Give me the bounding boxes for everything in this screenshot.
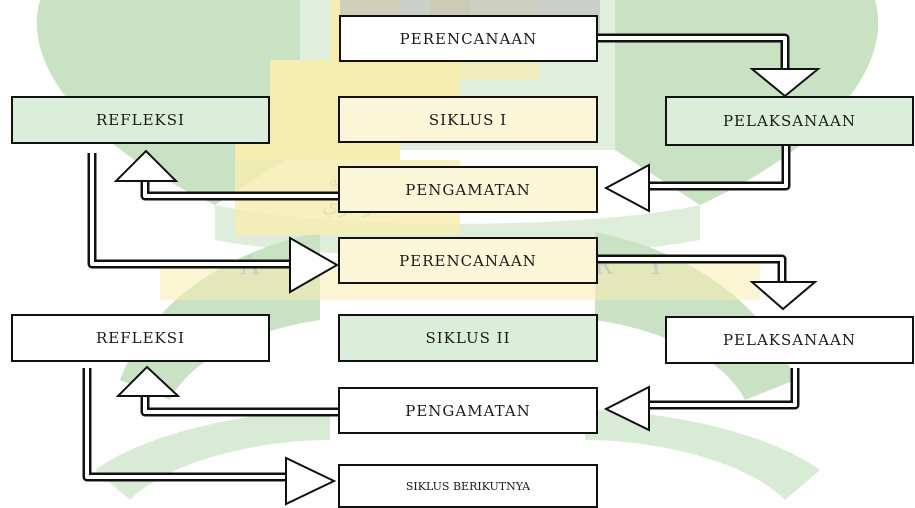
cycle-1-planning-box: PERENCANAAN — [339, 15, 598, 62]
arrow-reflection-to-next-cycle — [82, 368, 337, 506]
cycle-1-observation-box: PENGAMATAN — [338, 166, 598, 213]
cycle-1-title-box: SIKLUS I — [338, 96, 598, 143]
arrow-action-to-observation-2 — [603, 368, 800, 432]
cycle-1-action-box: PELAKSANAAN — [665, 96, 914, 146]
arrow-planning-to-action-2 — [598, 254, 818, 311]
cycle-2-planning-box: PERENCANAAN — [338, 237, 598, 284]
next-cycle-box: SIKLUS BERIKUTNYA — [338, 464, 598, 508]
arrow-observation-to-reflection-2 — [115, 365, 338, 417]
arrow-observation-to-reflection-1 — [113, 149, 338, 201]
watermark-gray-dome — [340, 0, 600, 40]
cycle-2-title-box: SIKLUS II — [338, 314, 598, 362]
cycle-2-observation-box: PENGAMATAN — [338, 387, 598, 434]
cycle-2-reflection-box: REFLEKSI — [11, 314, 270, 362]
arrow-reflection-to-planning-2 — [87, 153, 340, 294]
cycle-2-action-box: PELAKSANAAN — [665, 316, 914, 364]
arrow-planning-to-action-1 — [598, 33, 821, 98]
arrow-action-to-observation-1 — [603, 146, 791, 213]
cycle-1-reflection-box: REFLEKSI — [11, 96, 270, 144]
